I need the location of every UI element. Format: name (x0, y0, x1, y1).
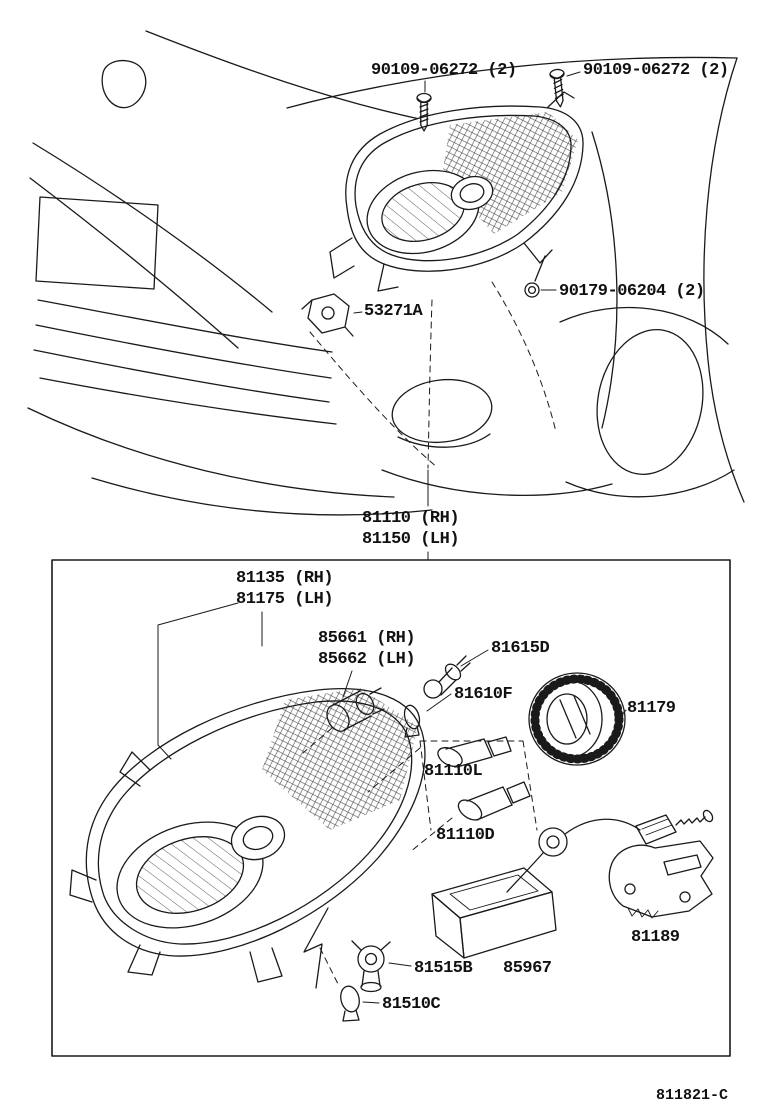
callout-81110-rh: 81110 (RH) (362, 509, 460, 528)
callout-screw-right: 90109-06272 (2) (583, 61, 729, 80)
callout-85967: 85967 (503, 959, 552, 978)
bulb-81610f-drawing (403, 704, 421, 738)
sketch-dashed-lines (309, 281, 557, 469)
fasteners-top (416, 68, 569, 298)
callout-53271a: 53271A (364, 302, 423, 321)
fog-lamp-sketch (391, 378, 493, 444)
callout-nut: 90179-06204 (2) (559, 282, 705, 301)
license-plate-sketch (35, 196, 159, 290)
callout-81175-lh: 81175 (LH) (236, 590, 334, 609)
callout-81610f: 81610F (454, 685, 513, 704)
car-front-sketch (27, 30, 745, 516)
ballast-85967-drawing (431, 867, 557, 959)
callout-81135-rh: 81135 (RH) (236, 569, 334, 588)
callout-81179: 81179 (627, 699, 676, 718)
bulb-81510c-drawing (340, 985, 360, 1022)
leader-lines-top (353, 71, 581, 561)
figure-code: 811821-C (656, 1087, 729, 1104)
nut-icon (524, 282, 540, 298)
callout-screw-left: 90109-06272 (2) (371, 61, 517, 80)
leader-lines-bottom (157, 602, 627, 1004)
callout-81150-lh: 81150 (LH) (362, 530, 460, 549)
wire-grommet-drawing (506, 818, 641, 893)
exploded-view-frame (51, 559, 731, 1057)
socket-81515b-drawing (351, 940, 391, 993)
callout-85662-lh: 85662 (LH) (318, 650, 416, 669)
bulb-81615d-drawing (423, 655, 471, 699)
callout-81615d: 81615D (491, 639, 550, 658)
headlamp-exploded-drawing (69, 688, 426, 989)
socket-85661-drawing (326, 687, 385, 732)
exploded-dashed-leaders (302, 727, 538, 985)
callout-81510c: 81510C (382, 995, 441, 1014)
igniter-81189-drawing (608, 809, 714, 919)
screw-icon (548, 68, 569, 109)
callout-81110l: 81110L (424, 762, 483, 781)
headlamp-assembly-sketch (329, 91, 584, 292)
callout-81189: 81189 (631, 928, 680, 947)
bracket-53271a-drawing (301, 293, 354, 337)
callout-81515b: 81515B (414, 959, 473, 978)
callout-81110d: 81110D (436, 826, 495, 845)
bulb-81110d-drawing (457, 781, 531, 821)
callout-85661-rh: 85661 (RH) (318, 629, 416, 648)
cap-81179-drawing (528, 672, 626, 766)
